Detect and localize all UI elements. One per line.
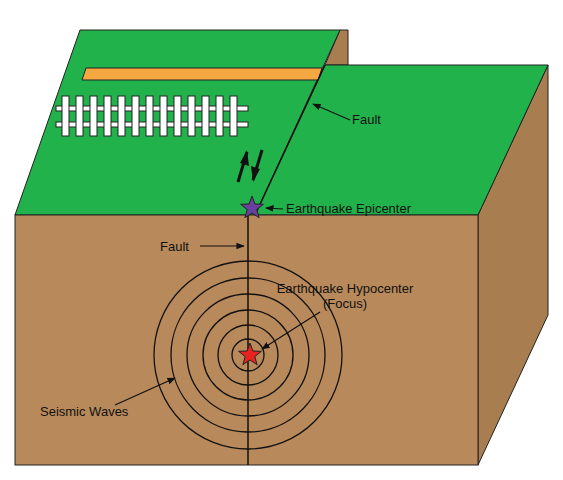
slip-arrows bbox=[238, 150, 262, 182]
ground-surface bbox=[255, 65, 548, 215]
leader-lines bbox=[115, 104, 350, 405]
annotation-label: Earthquake Epicenter bbox=[286, 201, 436, 216]
hypocenter-star bbox=[239, 343, 262, 365]
annotation-label: Fault bbox=[352, 112, 412, 127]
front-face bbox=[15, 215, 478, 465]
fault-line bbox=[255, 65, 325, 215]
fence bbox=[56, 96, 248, 136]
fault-line bbox=[247, 215, 249, 465]
annotation-label: Fault bbox=[160, 239, 200, 254]
road bbox=[82, 68, 322, 80]
annotation-label: Seismic Waves bbox=[40, 404, 150, 419]
epicenter-star bbox=[241, 196, 264, 218]
annotation-label: Earthquake Hypocenter (Focus) bbox=[270, 281, 420, 311]
